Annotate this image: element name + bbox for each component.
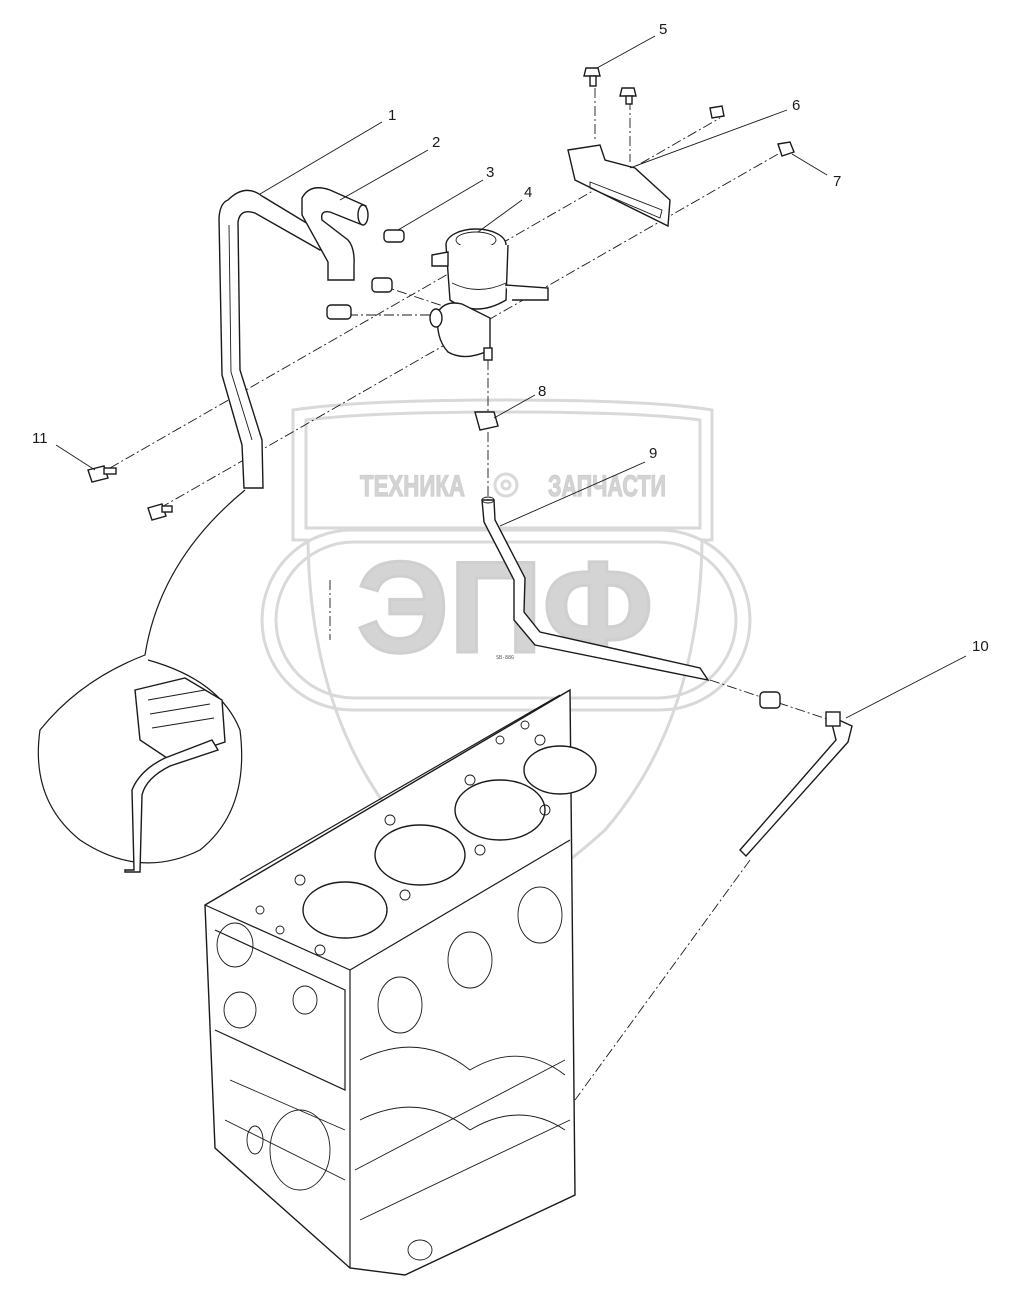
callout-5: 5 [596,21,667,69]
head-bolt-holes [255,720,551,956]
callouts: 1 2 3 4 5 6 7 8 [32,21,989,719]
part-2-hose [301,187,369,281]
callout-label-11: 11 [32,430,48,447]
callout-label-9: 9 [649,445,657,462]
callout-label-1: 1 [388,107,396,124]
callout-label-10: 10 [972,638,989,655]
callout-label-5: 5 [659,21,667,38]
engine-block [204,688,597,1276]
part-8-clip [474,411,499,431]
watermark-monogram: ЭПФ [357,534,654,680]
part-3-clamps [326,229,405,320]
watermark-shield-outline [291,398,714,902]
callout-label-6: 6 [792,97,800,114]
callout-6: 6 [629,97,800,169]
watermark-gear-icon [493,472,519,498]
callout-label-3: 3 [486,164,494,181]
callout-10: 10 [845,638,989,719]
callout-label-7: 7 [833,173,841,190]
part-11-bolts [87,465,173,521]
part-1-hose [218,189,329,489]
part-4-separator [429,228,549,361]
clip-near-part-10 [759,691,781,709]
callout-7: 7 [791,153,841,190]
cylinder-bores [302,745,597,939]
callout-4: 4 [477,184,532,233]
callout-11: 11 [32,430,96,471]
callout-3: 3 [397,164,494,231]
watermark-right-word: ЗАПЧАСТИ [548,470,666,503]
callout-label-4: 4 [524,184,532,201]
watermark-left-word: ТЕХНИКА [360,470,465,503]
callout-2: 2 [339,134,440,201]
part-5-bolts [583,67,637,105]
callout-9: 9 [499,445,657,527]
block-side-features [216,886,571,1261]
tiny-part-mark: SB-88G [496,655,514,661]
part-7-nut [777,141,795,157]
part-6-bracket [567,105,725,228]
part-9-tube: SB-88G [481,496,710,682]
detail-view-bubble [37,489,246,873]
watermark-monogram-frame [260,528,752,712]
callout-8: 8 [493,383,546,419]
callout-label-8: 8 [538,383,546,400]
part-10-tube [739,711,853,858]
callout-1: 1 [259,107,396,195]
callout-label-2: 2 [432,134,440,151]
watermark: ТЕХНИКА ЗАПЧАСТИ ЭПФ [260,398,752,902]
